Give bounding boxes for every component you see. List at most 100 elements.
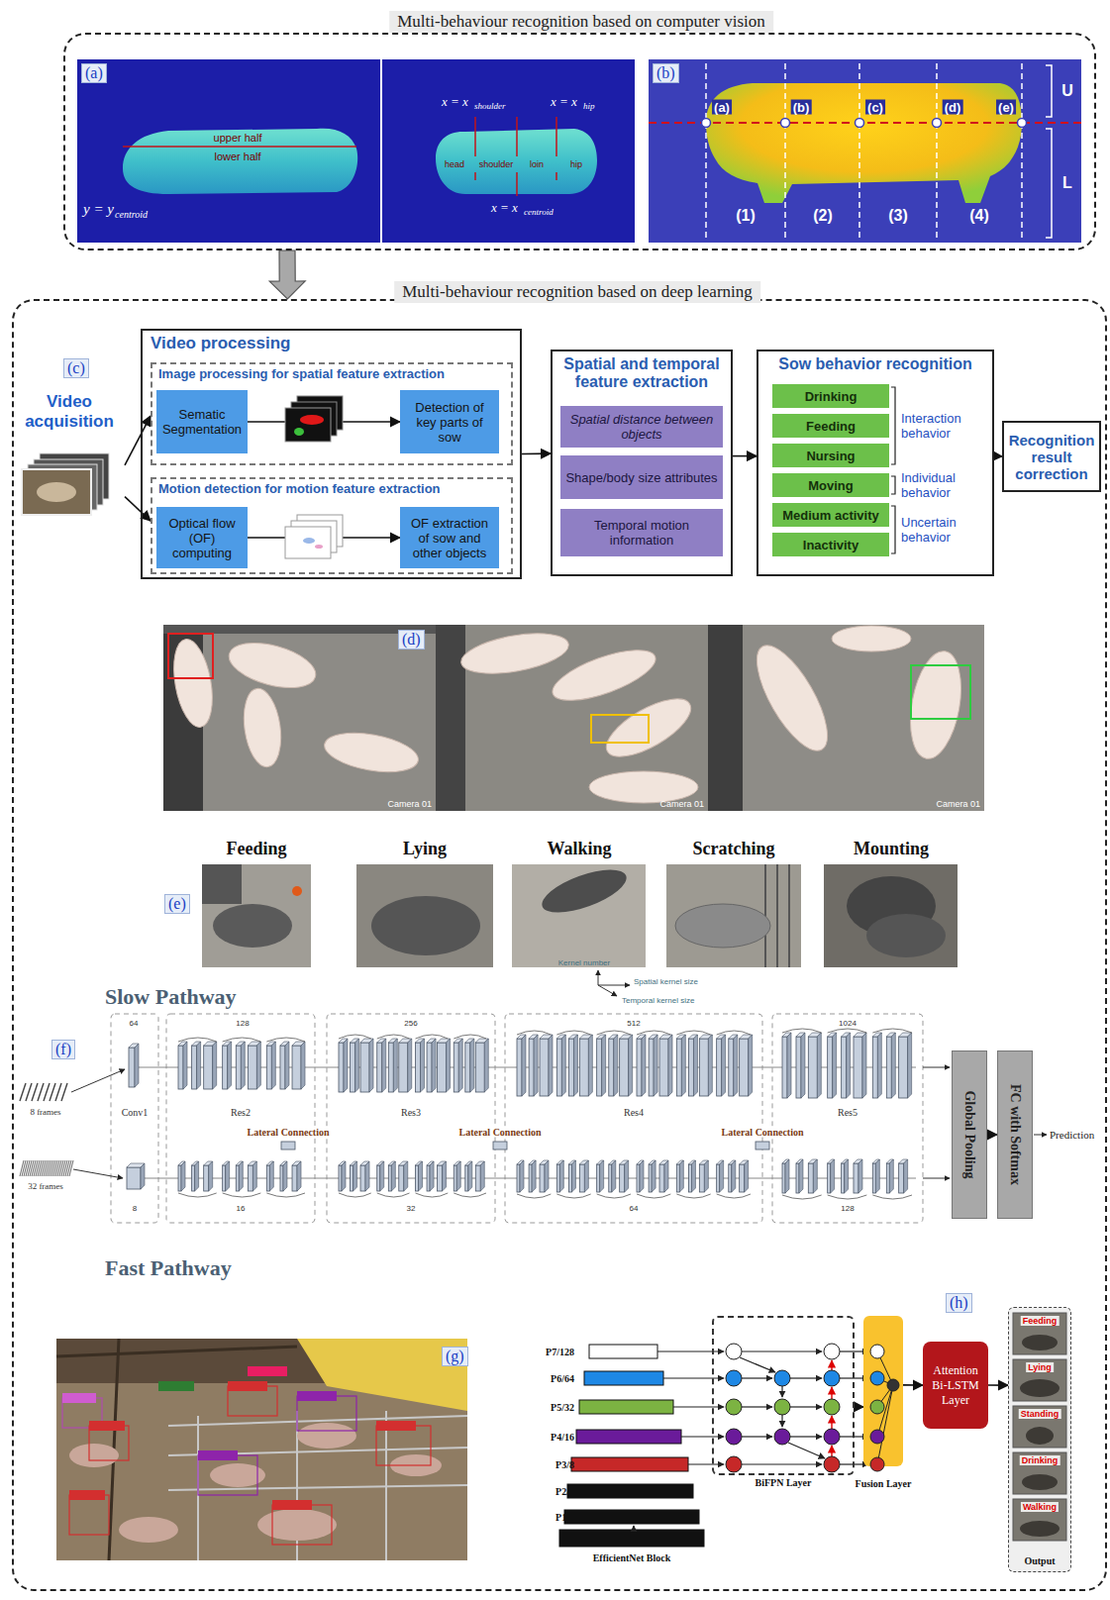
behavior-photos-e-part xyxy=(536,861,632,922)
formula-text: y = y xyxy=(83,201,114,218)
efficientnet-bifpn-h-part-part xyxy=(790,1435,822,1437)
frame-stack xyxy=(47,1160,52,1177)
network-block xyxy=(639,1160,644,1193)
barn-photo-g-part-part xyxy=(89,1420,125,1431)
network-block xyxy=(280,1045,286,1090)
network-block xyxy=(470,1038,475,1093)
network-block xyxy=(827,1036,833,1099)
efficientnet-bifpn-h-part-part xyxy=(781,1414,783,1427)
network-block xyxy=(235,1165,239,1192)
behavior-bracket-part xyxy=(891,387,896,465)
barn-photo-g-part xyxy=(168,1411,468,1561)
frame-stack xyxy=(51,1160,56,1177)
feature-level-label: P5/32 xyxy=(550,1402,575,1413)
network-block xyxy=(889,1159,894,1194)
connector-arrow xyxy=(854,1406,864,1409)
barn-photo-g-part-part xyxy=(272,1500,312,1511)
channel-number: 512 xyxy=(626,1018,640,1028)
flow-arrow xyxy=(71,1069,125,1093)
panel-label: (d) xyxy=(398,629,425,650)
node-text: Attention Bi-LSTM Layer xyxy=(926,1363,985,1409)
network-block xyxy=(704,1160,708,1193)
depth-image-a-part xyxy=(555,116,558,157)
process-box: Detection of key parts of sow xyxy=(400,390,500,454)
heat-image-b-part-part xyxy=(935,63,938,238)
node-text: Medium activity xyxy=(776,507,886,523)
channel-number: 32 xyxy=(406,1204,416,1213)
efficientnet-bifpn-h-part-part xyxy=(559,1529,705,1547)
network-block xyxy=(728,1038,734,1097)
network-block xyxy=(418,1161,423,1192)
pen-photo-d-part xyxy=(743,635,841,761)
network-block xyxy=(301,1041,305,1090)
pen-photo-d-part xyxy=(168,633,213,679)
video-icon-part xyxy=(21,469,92,515)
depth-image-a-part xyxy=(515,172,518,197)
process-box: Optical flow (OF) computing xyxy=(156,506,248,569)
network-block xyxy=(561,1034,566,1097)
network-block xyxy=(475,1165,481,1192)
module-frame xyxy=(166,1013,315,1223)
network-block xyxy=(350,1165,354,1192)
point-label: (d) xyxy=(942,100,964,115)
network-block xyxy=(548,1034,553,1097)
frame-stack xyxy=(41,1160,46,1177)
frame-stack xyxy=(19,1083,26,1102)
residual-arc xyxy=(827,1195,868,1200)
network-block xyxy=(573,1034,578,1097)
network-block xyxy=(721,1034,726,1097)
barn-photo-g-part-part xyxy=(297,1422,357,1449)
node-text: Moving xyxy=(776,478,886,494)
camera-stamp: Camera 01 xyxy=(387,799,432,809)
pen-photo-d-part xyxy=(707,624,743,811)
network-block xyxy=(899,1163,905,1194)
node-text: Video acquisition xyxy=(13,392,125,432)
behavior-photos-e-part xyxy=(201,864,242,905)
stage-label: Conv1 xyxy=(120,1107,150,1118)
barn-photo-g-part-part xyxy=(69,1490,105,1501)
segmentation-frames-icon-part xyxy=(300,414,324,425)
network-block xyxy=(908,1032,912,1099)
behavior-photos-e-part xyxy=(823,864,958,968)
network-block xyxy=(659,1164,665,1193)
efficientnet-bifpn-h-part-part xyxy=(579,1400,674,1414)
barn-photo-g-part xyxy=(297,1338,468,1412)
efficientnet-bifpn-h-part xyxy=(559,1344,705,1547)
network-block xyxy=(539,1038,549,1097)
network-block xyxy=(579,1164,585,1193)
frame-stack xyxy=(31,1083,38,1102)
network-block xyxy=(533,1034,538,1097)
efficientnet-bifpn-h-part-part xyxy=(870,1429,885,1444)
network-block xyxy=(886,1163,890,1194)
frame-stack xyxy=(67,1160,72,1177)
group-label: Uncertain behavior xyxy=(901,514,993,545)
network-block xyxy=(212,1041,217,1090)
efficientnet-bifpn-h-part xyxy=(633,1351,869,1530)
connector-arrow xyxy=(732,455,757,458)
network-block xyxy=(539,1164,545,1193)
segment-label: (3) xyxy=(888,206,909,225)
network-block xyxy=(247,1165,253,1192)
flow-arrow xyxy=(922,1178,950,1180)
efficientnet-bifpn-h-part xyxy=(725,1343,900,1473)
heat-image-b-part xyxy=(706,63,1022,238)
node-text: Multi-behaviour recognition based on com… xyxy=(389,10,774,33)
behavior-photos-e-part xyxy=(356,864,494,968)
process-group: Spatial and temporal feature extractionS… xyxy=(550,349,733,577)
network-block xyxy=(668,1034,673,1097)
node-text: Spatial and temporal feature extraction xyxy=(552,351,731,396)
efficientnet-bifpn-h-part-part xyxy=(741,1463,822,1465)
barn-photo-g-part-part xyxy=(227,1381,268,1392)
network-block xyxy=(796,1163,800,1194)
flow-arrow xyxy=(598,985,617,997)
efficientnet-bifpn-h-part-part xyxy=(823,1370,840,1387)
residual-arc xyxy=(827,1028,868,1033)
class-label: Standing xyxy=(1018,1409,1062,1419)
efficientnet-bifpn-h-part-part xyxy=(725,1428,742,1445)
network-block xyxy=(782,1163,786,1194)
depth-image-a-part xyxy=(380,59,383,243)
frame-stack xyxy=(23,1160,28,1177)
efficientnet-bifpn-h-part-part xyxy=(877,1385,894,1465)
network-block xyxy=(739,1038,749,1097)
heat-image-b-part xyxy=(702,118,1027,128)
